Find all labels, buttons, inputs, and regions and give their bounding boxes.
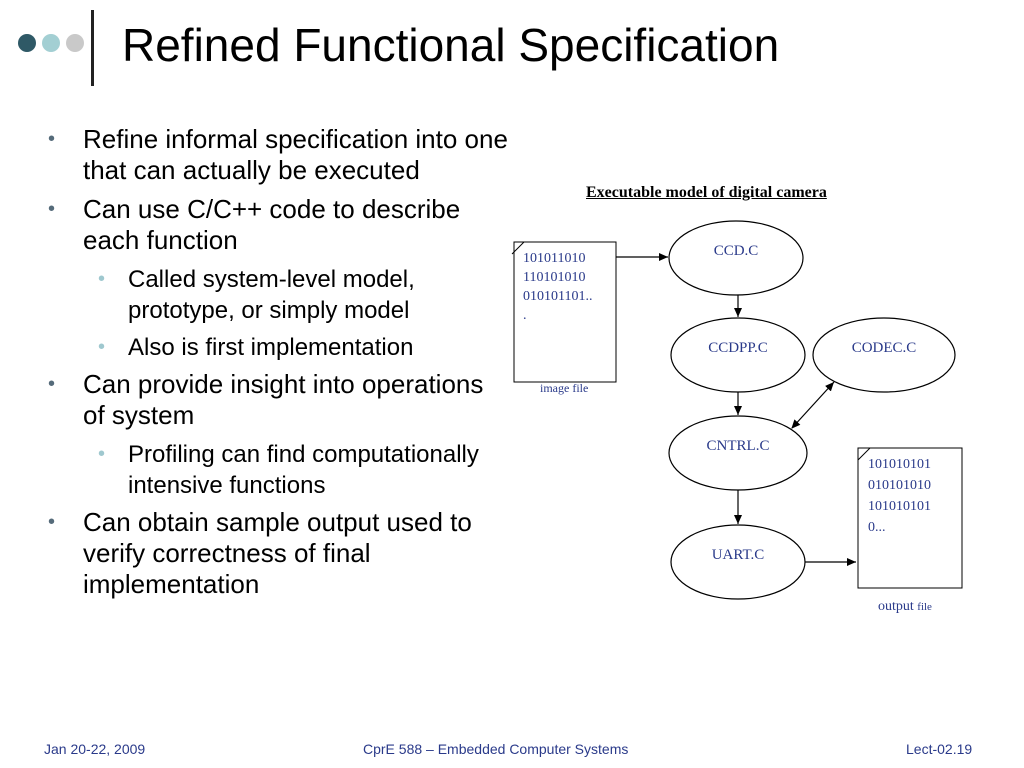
output-file-label: output file — [878, 599, 932, 614]
sub-bullet-icon: • — [98, 443, 106, 465]
bullet-item: •Can use C/C++ code to describe each fun… — [48, 194, 461, 255]
title-divider — [91, 10, 94, 86]
sub-bullet-item: •Called system-level model, prototype, o… — [98, 266, 415, 324]
sub-bullet-item: •Profiling can find computationally inte… — [98, 441, 479, 499]
bullet-icon: • — [48, 511, 56, 533]
output-file-line: 101010101 — [868, 499, 931, 514]
bullet-icon: • — [48, 373, 56, 395]
node-ccd-label: CCD.C — [714, 243, 759, 259]
node-ccdpp-label: CCDPP.C — [708, 340, 768, 356]
sub-bullet-icon: • — [98, 336, 106, 358]
footer-lecture: Lect-02.19 — [906, 741, 973, 757]
bullet-list: •Refine informal specification into one … — [48, 124, 508, 608]
footer-date: Jan 20-22, 2009 — [44, 741, 146, 757]
input-file-line: 010101101.. — [523, 289, 592, 304]
input-file-label: image file — [540, 381, 588, 395]
decorative-dots — [18, 34, 88, 54]
sub-bullet-item: •Also is first implementation — [98, 334, 414, 361]
node-codec-label: CODEC.C — [852, 340, 917, 356]
input-file-icon — [511, 241, 617, 383]
diagram-caption: Executable model of digital camera — [586, 184, 827, 201]
footer-course: CprE 588 – Embedded Computer Systems — [363, 741, 629, 757]
camera-model-diagram: 101011010 110101010 010101101.. . image … — [511, 220, 963, 614]
output-file-line: 101010101 — [868, 457, 931, 472]
dot-icon-gray — [66, 34, 84, 52]
bullet-item: •Refine informal specification into one … — [48, 124, 508, 185]
output-file-line: 0... — [868, 520, 886, 535]
node-codec — [812, 317, 956, 393]
node-uart-label: UART.C — [712, 547, 765, 563]
node-cntrl-label: CNTRL.C — [707, 438, 770, 454]
sub-bullet-icon: • — [98, 268, 106, 290]
bullet-icon: • — [48, 128, 56, 150]
bullet-icon: • — [48, 198, 56, 220]
output-file-line: 010101010 — [868, 478, 931, 493]
slide-title: Refined Functional Specification — [122, 19, 780, 71]
output-file-icon — [857, 447, 963, 589]
dot-icon-dark — [18, 34, 36, 52]
input-file-line: 101011010 — [523, 251, 585, 266]
dot-icon-teal — [42, 34, 60, 52]
arrow-cntrl-codec — [791, 381, 835, 429]
bullet-item: •Can provide insight into operations of … — [48, 369, 484, 430]
bullet-item: •Can obtain sample output used to verify… — [48, 507, 472, 599]
input-file-line: 110101010 — [523, 270, 585, 285]
node-ccd — [668, 220, 804, 296]
input-file-line: . — [523, 308, 527, 323]
